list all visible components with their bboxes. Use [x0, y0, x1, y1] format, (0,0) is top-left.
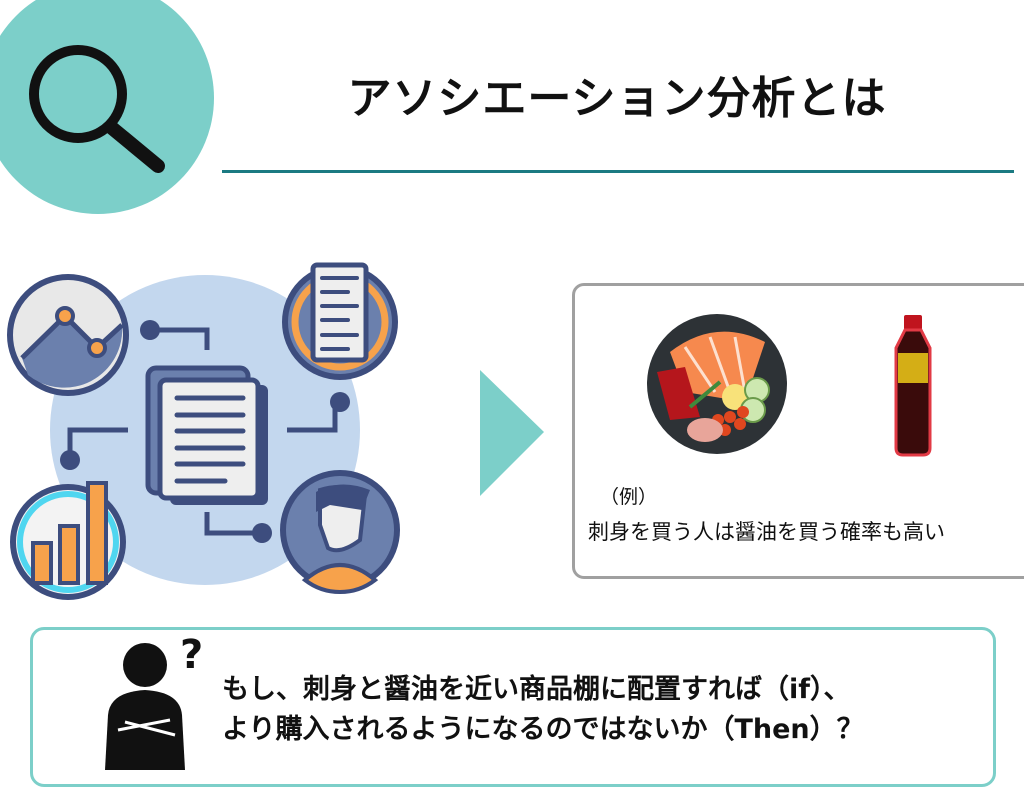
- arrow-right-icon: [480, 370, 544, 496]
- report-icon: [282, 262, 398, 380]
- example-text: 刺身を買う人は醤油を買う確率も高い: [588, 520, 945, 544]
- hypothesis-line-1: もし、刺身と醤油を近い商品棚に配置すれば（if）、: [222, 674, 851, 705]
- soy-sauce-bottle-icon: [894, 315, 932, 457]
- question-mark-icon: ?: [180, 632, 203, 678]
- header-magnifier-badge: [0, 0, 214, 214]
- thinking-person-icon: ?: [105, 632, 203, 770]
- hypothesis-line-2: より購入されるようになるのではないか（Then）？: [222, 714, 864, 745]
- magnifier-icon: [29, 45, 165, 173]
- document-stack-icon: [145, 365, 268, 505]
- bar-chart-icon: [10, 481, 126, 600]
- sashimi-bowl-icon: [647, 314, 787, 454]
- title-divider: [222, 170, 1014, 173]
- data-analysis-illustration: [7, 262, 400, 600]
- page-title: アソシエーション分析とは: [347, 73, 887, 124]
- example-panel: [572, 283, 1024, 579]
- example-label: （例）: [600, 486, 658, 508]
- user-avatar-icon: [280, 470, 400, 595]
- line-chart-icon: [7, 274, 129, 396]
